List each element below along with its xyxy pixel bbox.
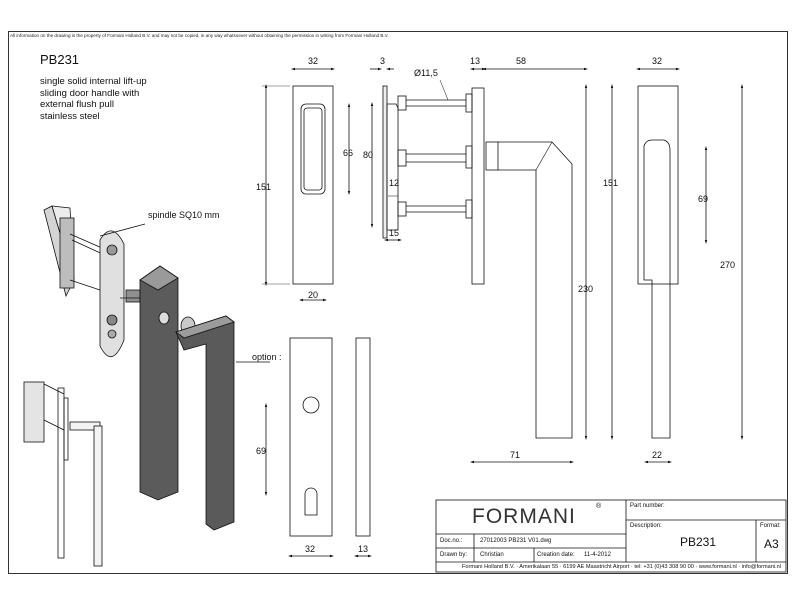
description-label: Description: (630, 523, 662, 529)
dim-side-80: 80 (363, 150, 373, 160)
dim-flush-height: 151 (256, 182, 271, 192)
creation-label: Creation date: (537, 552, 575, 558)
dim-rv-270: 270 (720, 260, 735, 270)
drawn-value: Christian (480, 552, 504, 558)
description-value: PB231 (680, 535, 717, 549)
product-code: PB231 (40, 52, 80, 67)
dim-side-3: 3 (380, 56, 385, 66)
handle-side-view (470, 84, 588, 464)
dim-bolt-diameter: Ø11,5 (414, 68, 438, 78)
registered-mark: ® (596, 503, 602, 510)
dim-recess-height: 66 (343, 148, 353, 158)
format-value: A3 (764, 537, 779, 551)
description-line: external flush pull (40, 99, 114, 110)
dim-option-69: 69 (256, 446, 266, 456)
part-number-label: Part number: (630, 503, 665, 509)
installation-sketch (23, 381, 103, 567)
dim-rv-32: 32 (652, 56, 662, 66)
format-label: Format: (760, 523, 781, 529)
drawing-sheet (8, 31, 788, 574)
dim-side-12: 12 (389, 178, 399, 188)
handle-front-view (610, 67, 744, 464)
doc-value: 27012003 PB231 V01.dwg (480, 538, 552, 544)
copyright-notice: All information on the drawing is the pr… (10, 33, 389, 38)
doc-label: Doc.no.: (440, 538, 463, 544)
description-line: stainless steel (40, 110, 100, 122)
flush-pull-front-view (262, 67, 351, 302)
dim-rv-22: 22 (652, 450, 662, 460)
description-line: single solid internal lift-up (40, 76, 147, 87)
dim-projection-58: 58 (516, 56, 526, 66)
dim-option-13: 13 (358, 544, 368, 554)
option-label: option : (252, 352, 282, 362)
brand-logo: FORMANI (472, 505, 576, 528)
drawn-label: Drawn by: (440, 552, 468, 558)
dim-side-15: 15 (389, 228, 399, 238)
spindle-label: spindle SQ10 mm (148, 210, 220, 220)
dim-length-230: 230 (578, 284, 593, 294)
dim-bottom-width: 20 (308, 290, 318, 300)
product-description: single solid internal lift-up sliding do… (40, 76, 180, 122)
title-block (435, 499, 787, 573)
side-section-view (370, 67, 588, 285)
dim-flush-width: 32 (308, 56, 318, 66)
dim-option-32: 32 (305, 544, 315, 554)
dim-length-71: 71 (510, 450, 520, 460)
footer-address: Formani Holland B.V. · Amerikalaan 55 · … (462, 564, 782, 570)
dim-rose-13: 13 (470, 56, 480, 66)
description-line: sliding door handle with (40, 87, 140, 99)
exploded-isometric-view (43, 205, 270, 531)
creation-value: 11-4-2012 (584, 552, 611, 558)
dim-rv-151: 151 (603, 178, 618, 188)
dim-rv-69: 69 (698, 194, 708, 204)
option-plate-view (264, 337, 372, 558)
